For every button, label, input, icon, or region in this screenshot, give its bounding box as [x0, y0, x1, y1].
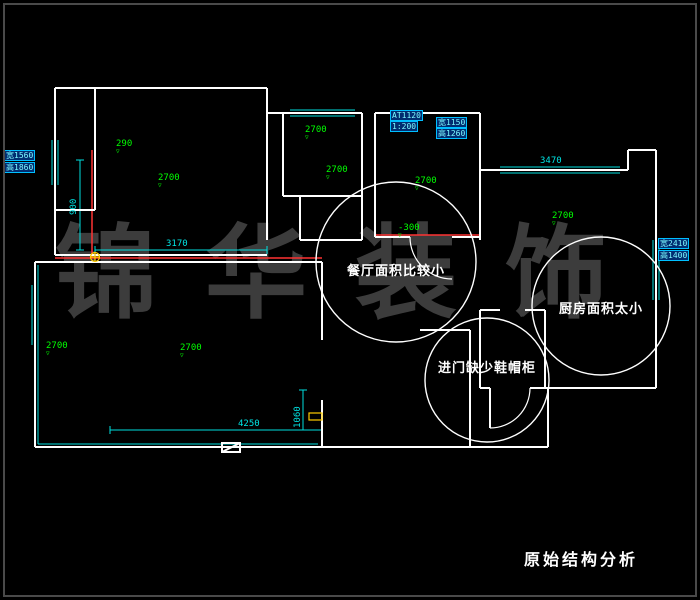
dimension-label: 1060 [293, 406, 303, 428]
window-tag: 高1260 [436, 128, 468, 139]
window-tag: AT1120 [390, 110, 423, 121]
dimension-label: 4250 [238, 419, 260, 429]
symbol-markers [89, 251, 323, 421]
callout-dining: 餐厅面积比较小 [346, 263, 445, 278]
window-tag: 宽1150 [436, 117, 468, 128]
height-label: 2700 [326, 166, 348, 180]
door-arcs [409, 236, 531, 429]
height-label: 2700 [552, 212, 574, 226]
drawing-title: 原始结构分析 [524, 552, 639, 569]
dimension-label: 3470 [540, 156, 562, 166]
height-label: 2700 [180, 344, 202, 358]
circle-dining [315, 181, 477, 343]
dimension-label: 900 [69, 198, 79, 215]
height-label: 2700 [46, 342, 68, 356]
height-label: 2700 [415, 177, 437, 191]
height-label: 2700 [305, 126, 327, 140]
height-label: -300 [398, 224, 420, 238]
window-tag: 宽1560 [4, 150, 36, 161]
dimension-label: 3170 [166, 239, 188, 249]
window-tag: 高1860 [4, 162, 36, 173]
height-label: 2700 [158, 174, 180, 188]
callout-entry: 进门缺少鞋帽柜 [437, 360, 536, 375]
circle-entry [424, 317, 550, 443]
callout-kitchen: 厨房面积太小 [558, 301, 643, 316]
analysis-circles [315, 181, 671, 443]
height-label: 290 [116, 140, 132, 154]
walls [34, 87, 657, 453]
window-tag: 宽2410 [658, 238, 690, 249]
window-tag: 1:200 [390, 121, 419, 132]
circle-kitchen [531, 236, 671, 376]
window-tag: 高1400 [658, 250, 690, 261]
